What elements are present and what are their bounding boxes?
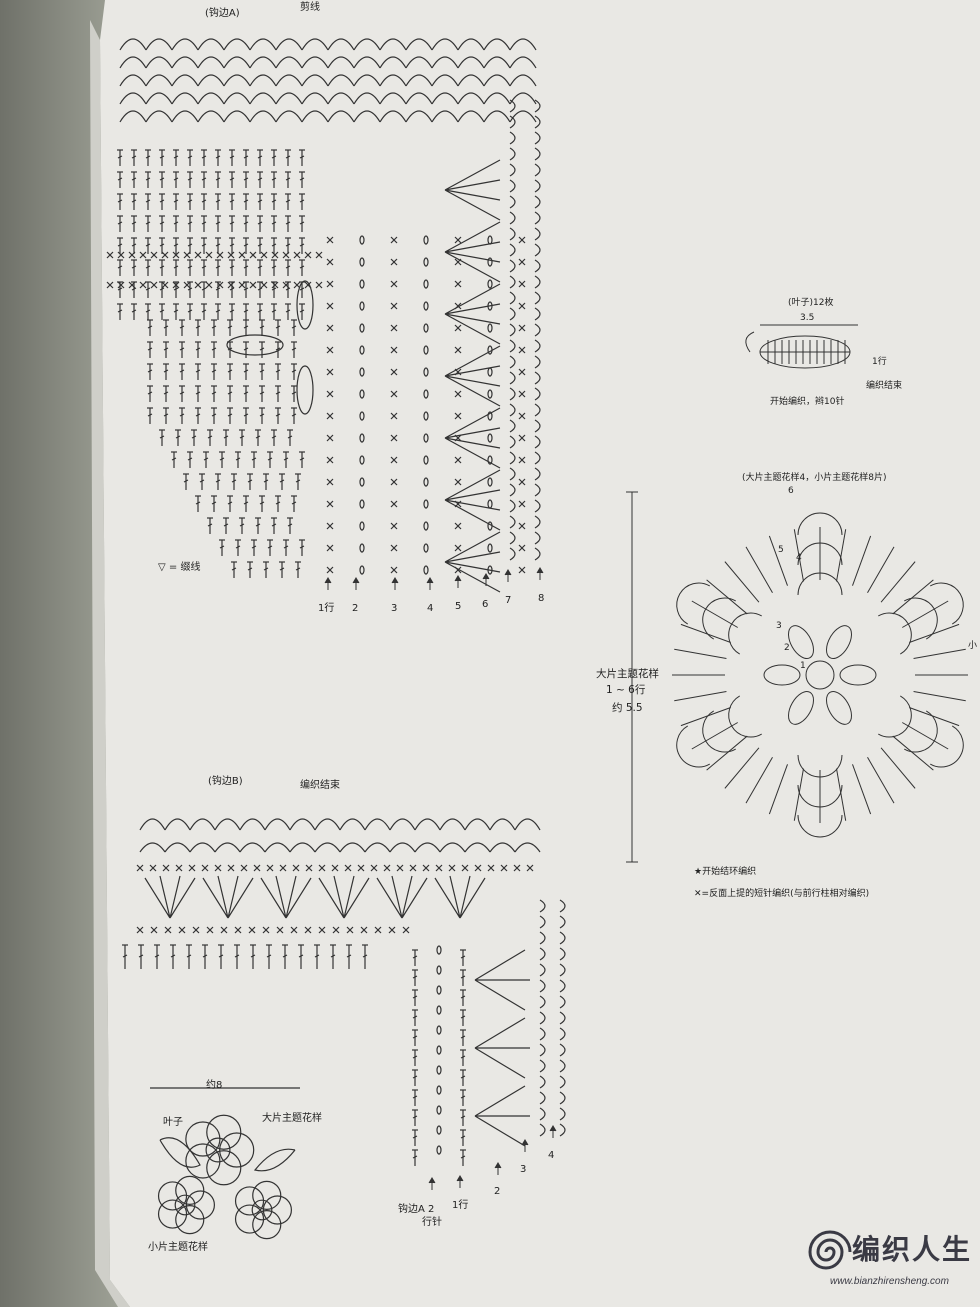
motif-chart	[626, 491, 968, 863]
diagram-b-end-label: 编织结束	[300, 780, 340, 791]
motif-side-label-2: 1 ~ 6行	[606, 684, 646, 696]
leaf-row-label: 1行	[872, 357, 887, 367]
row-label-b-4: 4	[548, 1150, 555, 1161]
motif-note-start: ★开始结环编织	[694, 867, 757, 877]
flower-leaf-label: 叶子	[163, 1117, 183, 1128]
triangle-icon: ▽	[158, 562, 166, 573]
flower-large-label: 大片主题花样	[262, 1113, 322, 1124]
motif-title: (大片主题花样4，小片主题花样8片)	[742, 473, 887, 483]
row-label-a-6: 6	[482, 599, 489, 610]
round-number-3: 3	[776, 621, 782, 631]
motif-note-reverse: ✕=反面上提的短针编织(与前行柱相对编织)	[694, 888, 869, 900]
diagram-b-title: (钩边B)	[208, 776, 243, 787]
motif-side-label-3: 约 5.5	[612, 702, 643, 714]
round-number-5: 5	[778, 545, 784, 555]
motif-side-right: 小	[968, 641, 978, 651]
flower-small-label: 小片主题花样	[148, 1242, 208, 1253]
row-label-a-5: 5	[455, 601, 462, 612]
spiral-logo-icon	[808, 1230, 852, 1270]
leaf-width: 3.5	[800, 313, 815, 323]
row-label-a-3: 3	[391, 603, 398, 614]
row-label-a-8: 8	[538, 593, 545, 604]
row-label-b-sub: 行针	[422, 1217, 442, 1228]
legend-text: = 缀线	[168, 562, 201, 573]
diagram-a-title: (钩边A)	[205, 8, 240, 19]
diagram-a-chart	[106, 38, 541, 593]
leaf-start-label: 开始编织，辫10针	[770, 397, 845, 407]
leaf-chart	[745, 324, 858, 369]
flower-width: 约8	[206, 1080, 223, 1091]
watermark-title: 编织人生	[852, 1233, 973, 1266]
note-reverse-text: =反面上提的短针编织(与前行柱相对编织)	[701, 889, 870, 899]
row-label-a-7: 7	[505, 595, 512, 606]
watermark-url: www.bianzhirensheng.com	[830, 1276, 949, 1287]
flower-drawing	[150, 1087, 300, 1240]
row-label-a-1: 1行	[318, 603, 335, 614]
round-number-4: 4	[796, 553, 802, 563]
reverse-stitch-icon: ✕	[694, 889, 702, 899]
row-label-b-1: 1行	[452, 1200, 469, 1211]
watermark: 编织人生 www.bianzhirensheng.com	[800, 1222, 975, 1302]
round-number-6: 6	[788, 486, 794, 496]
round-number-1: 1	[800, 661, 806, 671]
diagram-a-legend: ▽ = 缀线	[158, 562, 200, 574]
row-label-b-0: 钩边A 2	[398, 1204, 435, 1215]
diagram-b-chart	[122, 818, 566, 1166]
row-label-a-2: 2	[352, 603, 359, 614]
diagram-a-cut-label: 剪线	[300, 2, 320, 13]
leaf-end-label: 编织结束	[866, 381, 903, 391]
row-label-a-4: 4	[427, 603, 434, 614]
row-arrows	[324, 567, 557, 1190]
row-label-b-3: 3	[520, 1164, 527, 1175]
row-label-b-2: 2	[494, 1186, 501, 1197]
round-number-2: 2	[784, 643, 790, 653]
leaf-title: (叶子)12枚	[788, 298, 834, 308]
motif-side-label-1: 大片主题花样	[596, 668, 659, 680]
